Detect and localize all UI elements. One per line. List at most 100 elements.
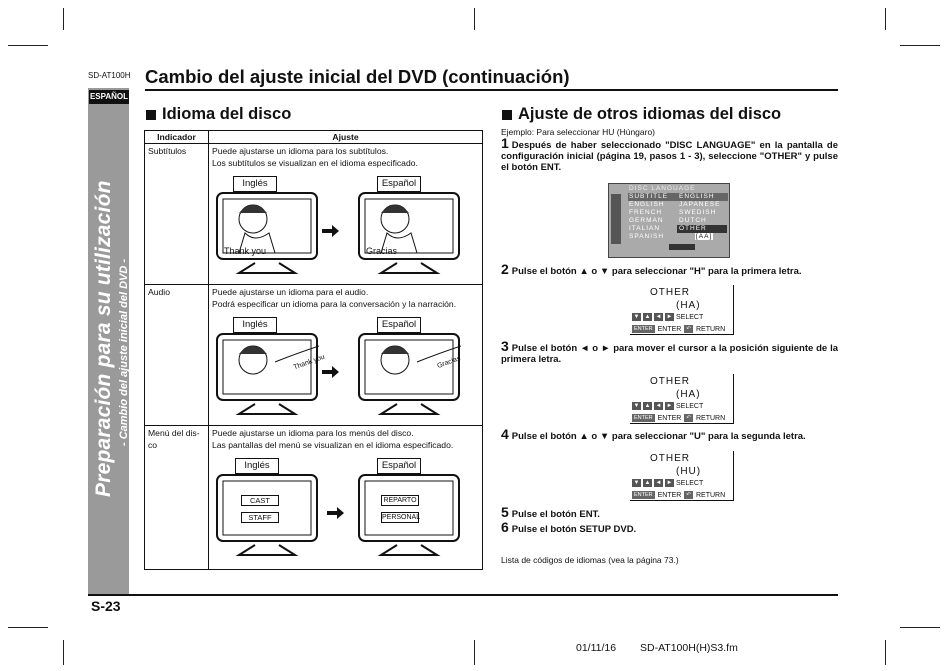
- row-text: Puede ajustarse un idioma para el audio.: [212, 287, 369, 297]
- table-row: Audio Puede ajustarse un idioma para el …: [144, 284, 483, 426]
- tv-illustration: [216, 192, 318, 274]
- menu-item-to: REPARTO: [381, 495, 419, 506]
- indicator-cell: Subtítulos: [144, 143, 209, 285]
- crop-mark: [885, 8, 886, 30]
- crop-mark: [900, 45, 940, 46]
- lcd-item: SUBTITLE: [629, 193, 669, 200]
- lcd-item: GERMAN: [629, 217, 664, 224]
- from-language-label: Inglés: [235, 458, 279, 474]
- tv-illustration: [216, 333, 319, 415]
- subtitle-from: Thank you: [224, 246, 267, 256]
- lcd-item: ITALIAN: [629, 225, 661, 232]
- crop-mark: [900, 627, 940, 628]
- crop-mark: [474, 640, 475, 665]
- menu-icons: [611, 194, 621, 244]
- example-text: Ejemplo: Para seleccionar HU (Húngaro): [501, 127, 656, 137]
- from-language-label: Inglés: [233, 176, 277, 192]
- vertical-subtitle: - Cambio del ajuste inicial del DVD -: [118, 258, 130, 446]
- other-label: OTHER: [650, 376, 690, 387]
- select-keys: ▼▲◄►SELECT: [632, 402, 704, 410]
- lcd-other-highlight: [677, 225, 727, 233]
- sidebar-band: [88, 88, 129, 594]
- menu-item-from: CAST: [241, 495, 279, 506]
- other-label: OTHER: [650, 287, 690, 298]
- other-label: OTHER: [650, 453, 690, 464]
- row-text: Puede ajustarse un idioma para los subtí…: [212, 146, 389, 156]
- square-bullet-icon: [146, 109, 156, 120]
- lcd-keys: [669, 244, 695, 250]
- lcd-item: [AA]: [695, 233, 714, 240]
- page-title: Cambio del ajuste inicial del DVD (conti…: [145, 66, 570, 87]
- lcd-item: ENGLISH: [679, 193, 715, 200]
- lcd-item: ENGLISH: [629, 201, 665, 208]
- arrow-right-icon: [327, 507, 344, 519]
- select-keys: ▼▲◄►SELECT: [632, 479, 704, 487]
- language-code-note: Lista de códigos de idiomas (vea la pági…: [501, 555, 679, 565]
- table-header: Indicador: [144, 130, 209, 144]
- lcd-selected-row: [628, 193, 728, 201]
- arrow-right-icon: [322, 225, 339, 237]
- arrow-right-icon: [322, 366, 339, 378]
- footer-date: 01/11/16: [576, 642, 617, 654]
- model-number: SD-AT100H: [88, 71, 131, 80]
- to-language-label: Español: [377, 176, 421, 192]
- section-heading-other-languages: Ajuste de otros idiomas del disco: [502, 105, 781, 124]
- crop-mark: [885, 640, 886, 665]
- to-language-label: Español: [377, 458, 421, 474]
- footer-file: SD-AT100H(H)S3.fm: [640, 642, 738, 654]
- crop-mark: [474, 8, 475, 30]
- crop-mark: [8, 45, 48, 46]
- section-heading-disc-language: Idioma del disco: [146, 105, 291, 124]
- lcd-item: FRENCH: [629, 209, 663, 216]
- from-language-label: Inglés: [233, 317, 277, 333]
- tv-illustration: [216, 474, 318, 556]
- row-text: Puede ajustarse un idioma para los menús…: [212, 428, 414, 438]
- menu-item-to: PERSONAL: [381, 512, 421, 523]
- crop-mark: [63, 8, 64, 30]
- footer-rule: [88, 594, 838, 596]
- page-number: S-23: [91, 598, 121, 614]
- lcd-item: OTHER: [679, 225, 707, 232]
- tv-illustration: [358, 192, 460, 274]
- indicator-cell: Audio: [144, 284, 209, 426]
- disc-language-screen: DISC LANGUAGE SUBTITLE ENGLISH FRENCH GE…: [608, 183, 730, 258]
- vertical-title: Preparación para su utilización: [92, 180, 115, 497]
- lcd-item: JAPANESE: [679, 201, 721, 208]
- code-display: (HA): [676, 389, 701, 400]
- crop-mark: [8, 627, 48, 628]
- language-tab: ESPAÑOL: [89, 90, 129, 104]
- lcd-item: SWEDISH: [679, 209, 717, 216]
- select-keys: ▼▲◄►SELECT: [632, 313, 704, 321]
- menu-item-from: STAFF: [241, 512, 279, 523]
- row-text: Podrá especificar un idioma para la conv…: [212, 299, 457, 309]
- lcd-item: DUTCH: [679, 217, 707, 224]
- table-header: Ajuste: [208, 130, 483, 144]
- row-text: Las pantallas del menú se visualizan en …: [212, 440, 454, 450]
- table-row: Menú del dis- co Puede ajustarse un idio…: [144, 425, 483, 570]
- row-text: Los subtítulos se visualizan en el idiom…: [212, 158, 418, 168]
- table-row: Subtítulos Puede ajustarse un idioma par…: [144, 143, 483, 285]
- crop-mark: [63, 640, 64, 665]
- tv-illustration: [358, 474, 460, 556]
- subtitle-to: Gracias: [366, 246, 398, 256]
- code-display: (HU): [676, 466, 702, 477]
- tv-illustration: [358, 333, 461, 415]
- code-display: (HA): [676, 300, 701, 311]
- square-bullet-icon: [502, 109, 512, 120]
- to-language-label: Español: [377, 317, 421, 333]
- lcd-title: DISC LANGUAGE: [629, 185, 696, 192]
- indicator-cell: Menú del dis- co: [144, 425, 209, 570]
